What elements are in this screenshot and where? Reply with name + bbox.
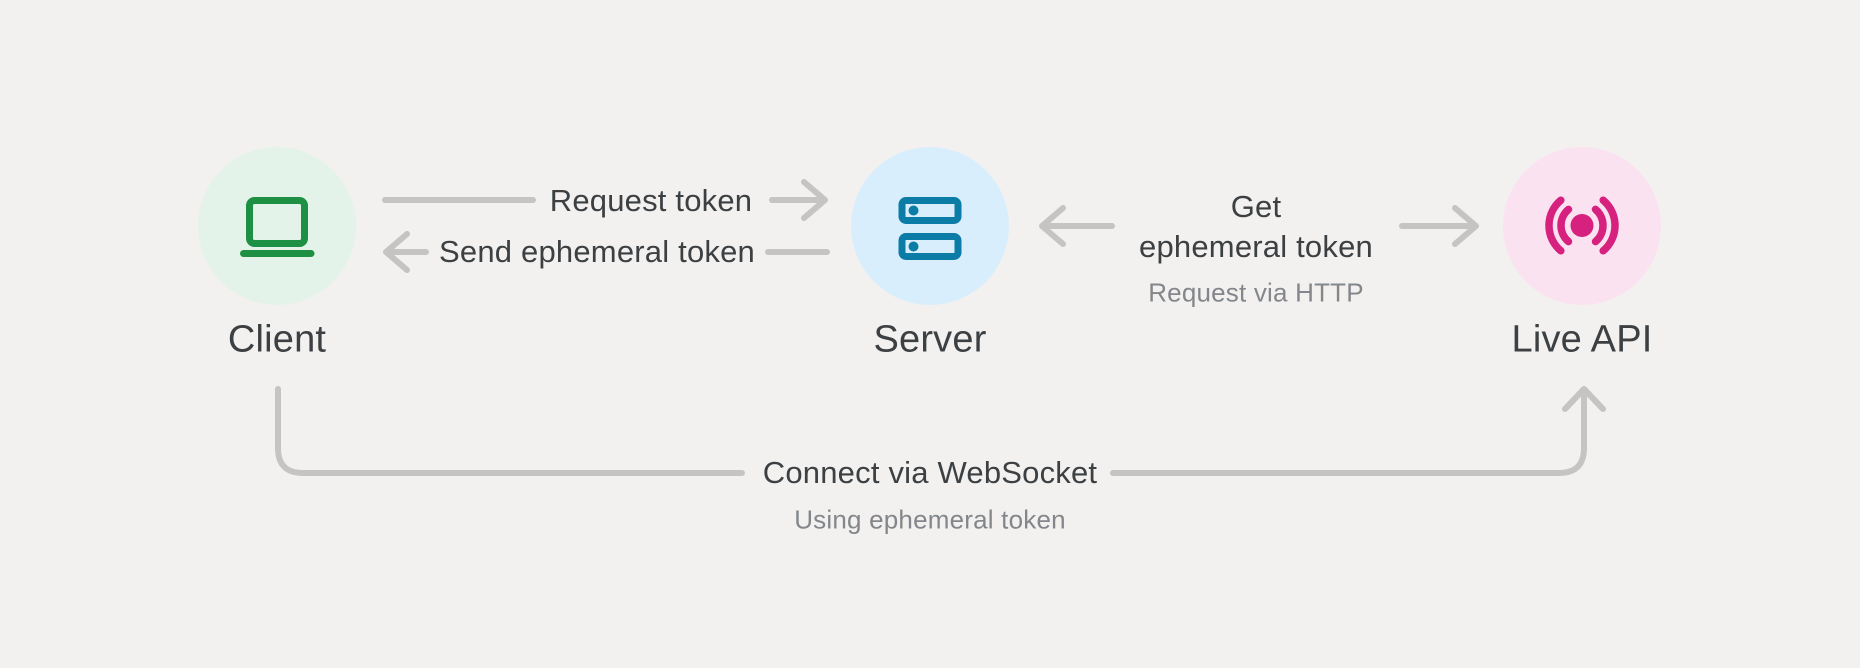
client-label: Client [227, 318, 327, 361]
send-token-label: Send ephemeral token [439, 234, 755, 269]
websocket-label: Connect via WebSocket [762, 455, 1098, 490]
get-token-label: Get ephemeral token [1139, 187, 1373, 267]
websocket-path-right-arrow [1110, 386, 1606, 476]
request-token-label: Request token [549, 183, 753, 218]
websocket-note: Using ephemeral token [794, 504, 1066, 535]
request-token-arrow [769, 179, 828, 221]
get-token-label-line1: Get [1230, 189, 1282, 224]
client-circle [198, 147, 356, 305]
websocket-path-left [275, 386, 745, 476]
live-api-label: Live API [1511, 318, 1653, 361]
server-icon [898, 197, 962, 260]
get-token-left-arrow [1039, 205, 1115, 247]
server-label: Server [873, 318, 987, 361]
get-token-note: Request via HTTP [1148, 277, 1364, 308]
broadcast-icon [1545, 196, 1619, 255]
get-token-label-line2: ephemeral token [1139, 229, 1373, 264]
send-token-arrow [383, 231, 429, 273]
connector-lines [275, 179, 1606, 476]
server-circle [851, 147, 1009, 305]
get-token-right-arrow [1399, 205, 1479, 247]
laptop-icon [240, 197, 315, 257]
